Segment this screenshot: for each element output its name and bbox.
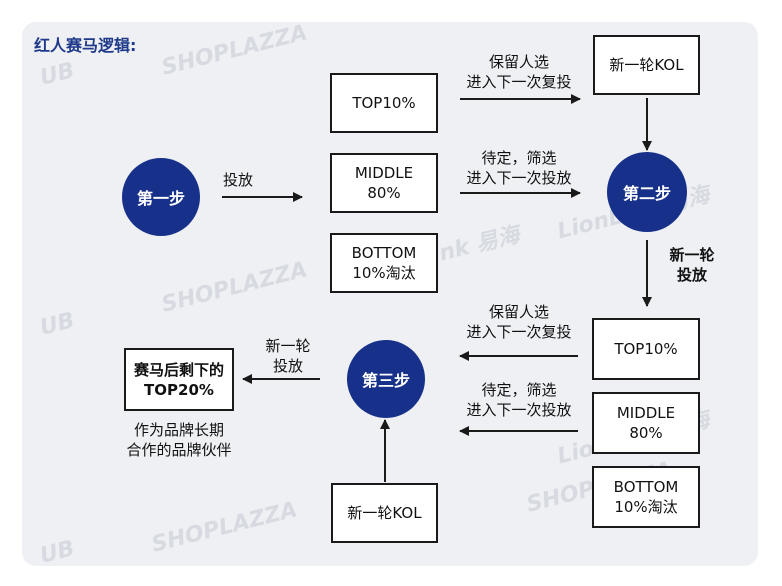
new-kol-bottom-text: 新一轮KOL — [347, 504, 422, 522]
final-note-line2: 合作的品牌伙伴 — [126, 441, 232, 459]
final-box-line2: TOP20% — [144, 380, 214, 399]
keep1-line1: 保留人选 — [488, 53, 549, 71]
step2-circle: 第二步 — [607, 152, 687, 232]
final-box-line1: 赛马后剩下的 — [133, 360, 224, 379]
step1-circle: 第一步 — [122, 158, 200, 236]
round1-bottom-line2: 10%淘汰 — [352, 264, 416, 282]
diagram-title: 红人赛马逻辑: — [34, 36, 137, 55]
round1-middle-box: MIDDLE 80% — [330, 153, 438, 213]
pending2-label: 待定，筛选 进入下一次投放 — [456, 380, 582, 420]
round1-middle-line2: 80% — [367, 184, 401, 202]
round2-top-text: TOP10% — [614, 340, 678, 358]
round1-middle-line1: MIDDLE — [354, 164, 414, 182]
step1-label: 第一步 — [136, 189, 185, 208]
keep2-line2: 进入下一次复投 — [466, 323, 572, 341]
round2-top-box: TOP10% — [592, 318, 700, 380]
new-kol-bottom-box: 新一轮KOL — [331, 483, 438, 543]
new-round-line1: 新一轮 — [669, 246, 715, 264]
round1-top-box: TOP10% — [330, 73, 438, 133]
round1-bottom-line1: BOTTOM — [351, 244, 417, 262]
new-round-label: 新一轮 投放 — [660, 245, 724, 285]
pending1-line2: 进入下一次投放 — [466, 169, 572, 187]
final-note: 作为品牌长期 合作的品牌伙伴 — [104, 420, 254, 460]
round2-bottom-line1: BOTTOM — [613, 478, 679, 496]
pending1-line1: 待定，筛选 — [481, 149, 557, 167]
final-launch-line2: 投放 — [272, 357, 303, 375]
round2-bottom-box: BOTTOM 10%淘汰 — [592, 466, 700, 528]
round2-middle-box: MIDDLE 80% — [592, 392, 700, 454]
keep2-line1: 保留人选 — [488, 303, 549, 321]
final-top20-box: 赛马后剩下的 TOP20% — [124, 348, 234, 411]
keep1-label: 保留人选 进入下一次复投 — [456, 52, 582, 92]
round2-bottom-line2: 10%淘汰 — [614, 498, 678, 516]
step2-label: 第二步 — [622, 184, 671, 203]
new-kol-top-box: 新一轮KOL — [593, 35, 700, 95]
keep2-label: 保留人选 进入下一次复投 — [456, 302, 582, 342]
keep1-line2: 进入下一次复投 — [466, 73, 572, 91]
final-launch-label: 新一轮 投放 — [256, 336, 320, 376]
round1-top-text: TOP10% — [352, 94, 416, 112]
new-kol-top-text: 新一轮KOL — [609, 56, 684, 74]
round1-bottom-box: BOTTOM 10%淘汰 — [330, 233, 438, 293]
pending2-line1: 待定，筛选 — [481, 381, 557, 399]
pending2-line2: 进入下一次投放 — [466, 401, 572, 419]
final-note-line1: 作为品牌长期 — [133, 421, 224, 439]
new-round-line2: 投放 — [676, 266, 707, 284]
round2-middle-line1: MIDDLE — [616, 404, 676, 422]
pending1-label: 待定，筛选 进入下一次投放 — [456, 148, 582, 188]
step3-label: 第三步 — [361, 371, 410, 390]
round2-middle-line2: 80% — [629, 424, 663, 442]
launch-label: 投放 — [222, 171, 253, 189]
final-launch-line1: 新一轮 — [265, 337, 311, 355]
step3-circle: 第三步 — [347, 340, 425, 418]
